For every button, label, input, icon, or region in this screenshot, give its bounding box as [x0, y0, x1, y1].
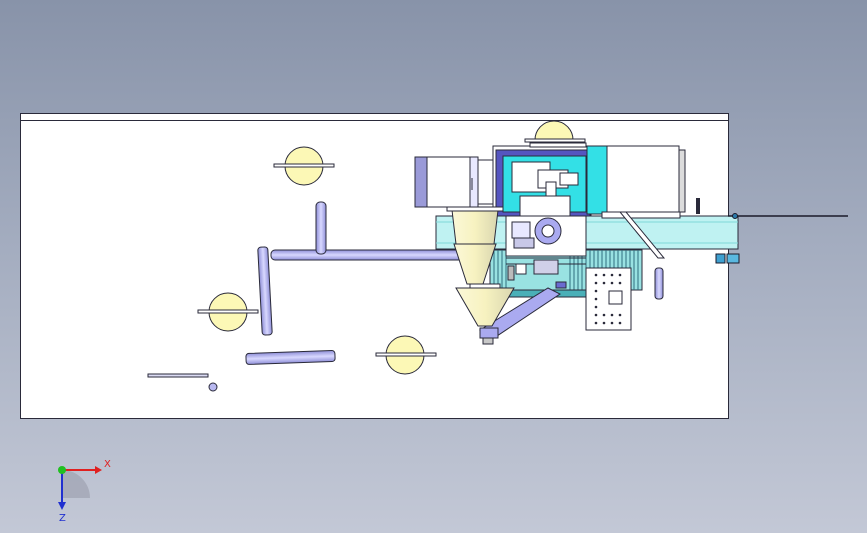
- gear-mechanism[interactable]: [505, 215, 587, 289]
- z-axis-label: Z: [59, 513, 66, 522]
- hopper-lower[interactable]: [455, 283, 515, 327]
- control-panel[interactable]: [585, 267, 632, 331]
- disc-bottom[interactable]: [375, 335, 437, 375]
- x-axis-arrow-icon: [95, 466, 102, 474]
- disc-top-right[interactable]: [524, 120, 586, 143]
- triad-shadow: [62, 470, 90, 498]
- pipe-vertical-left[interactable]: [257, 246, 273, 336]
- axis-triad: X Z: [58, 459, 111, 522]
- output-shaft[interactable]: [728, 213, 848, 219]
- pipe-vertical-short[interactable]: [315, 201, 327, 255]
- coupling-right[interactable]: [715, 253, 740, 264]
- support-bracket[interactable]: [479, 287, 561, 345]
- y-axis-dot-icon: [58, 466, 66, 474]
- right-housing[interactable]: [586, 145, 700, 259]
- motor[interactable]: [414, 156, 499, 208]
- post-right[interactable]: [654, 267, 664, 300]
- small-knob[interactable]: [208, 382, 218, 392]
- pipe-bottom[interactable]: [245, 350, 336, 365]
- disc-top-left[interactable]: [273, 146, 335, 186]
- z-axis-arrow-icon: [58, 502, 66, 510]
- x-axis-label: X: [104, 459, 111, 470]
- rod-bottom-left[interactable]: [147, 373, 209, 378]
- pipe-horizontal-main[interactable]: [270, 249, 472, 261]
- machine-frame[interactable]: [492, 142, 592, 217]
- disc-left[interactable]: [197, 292, 259, 332]
